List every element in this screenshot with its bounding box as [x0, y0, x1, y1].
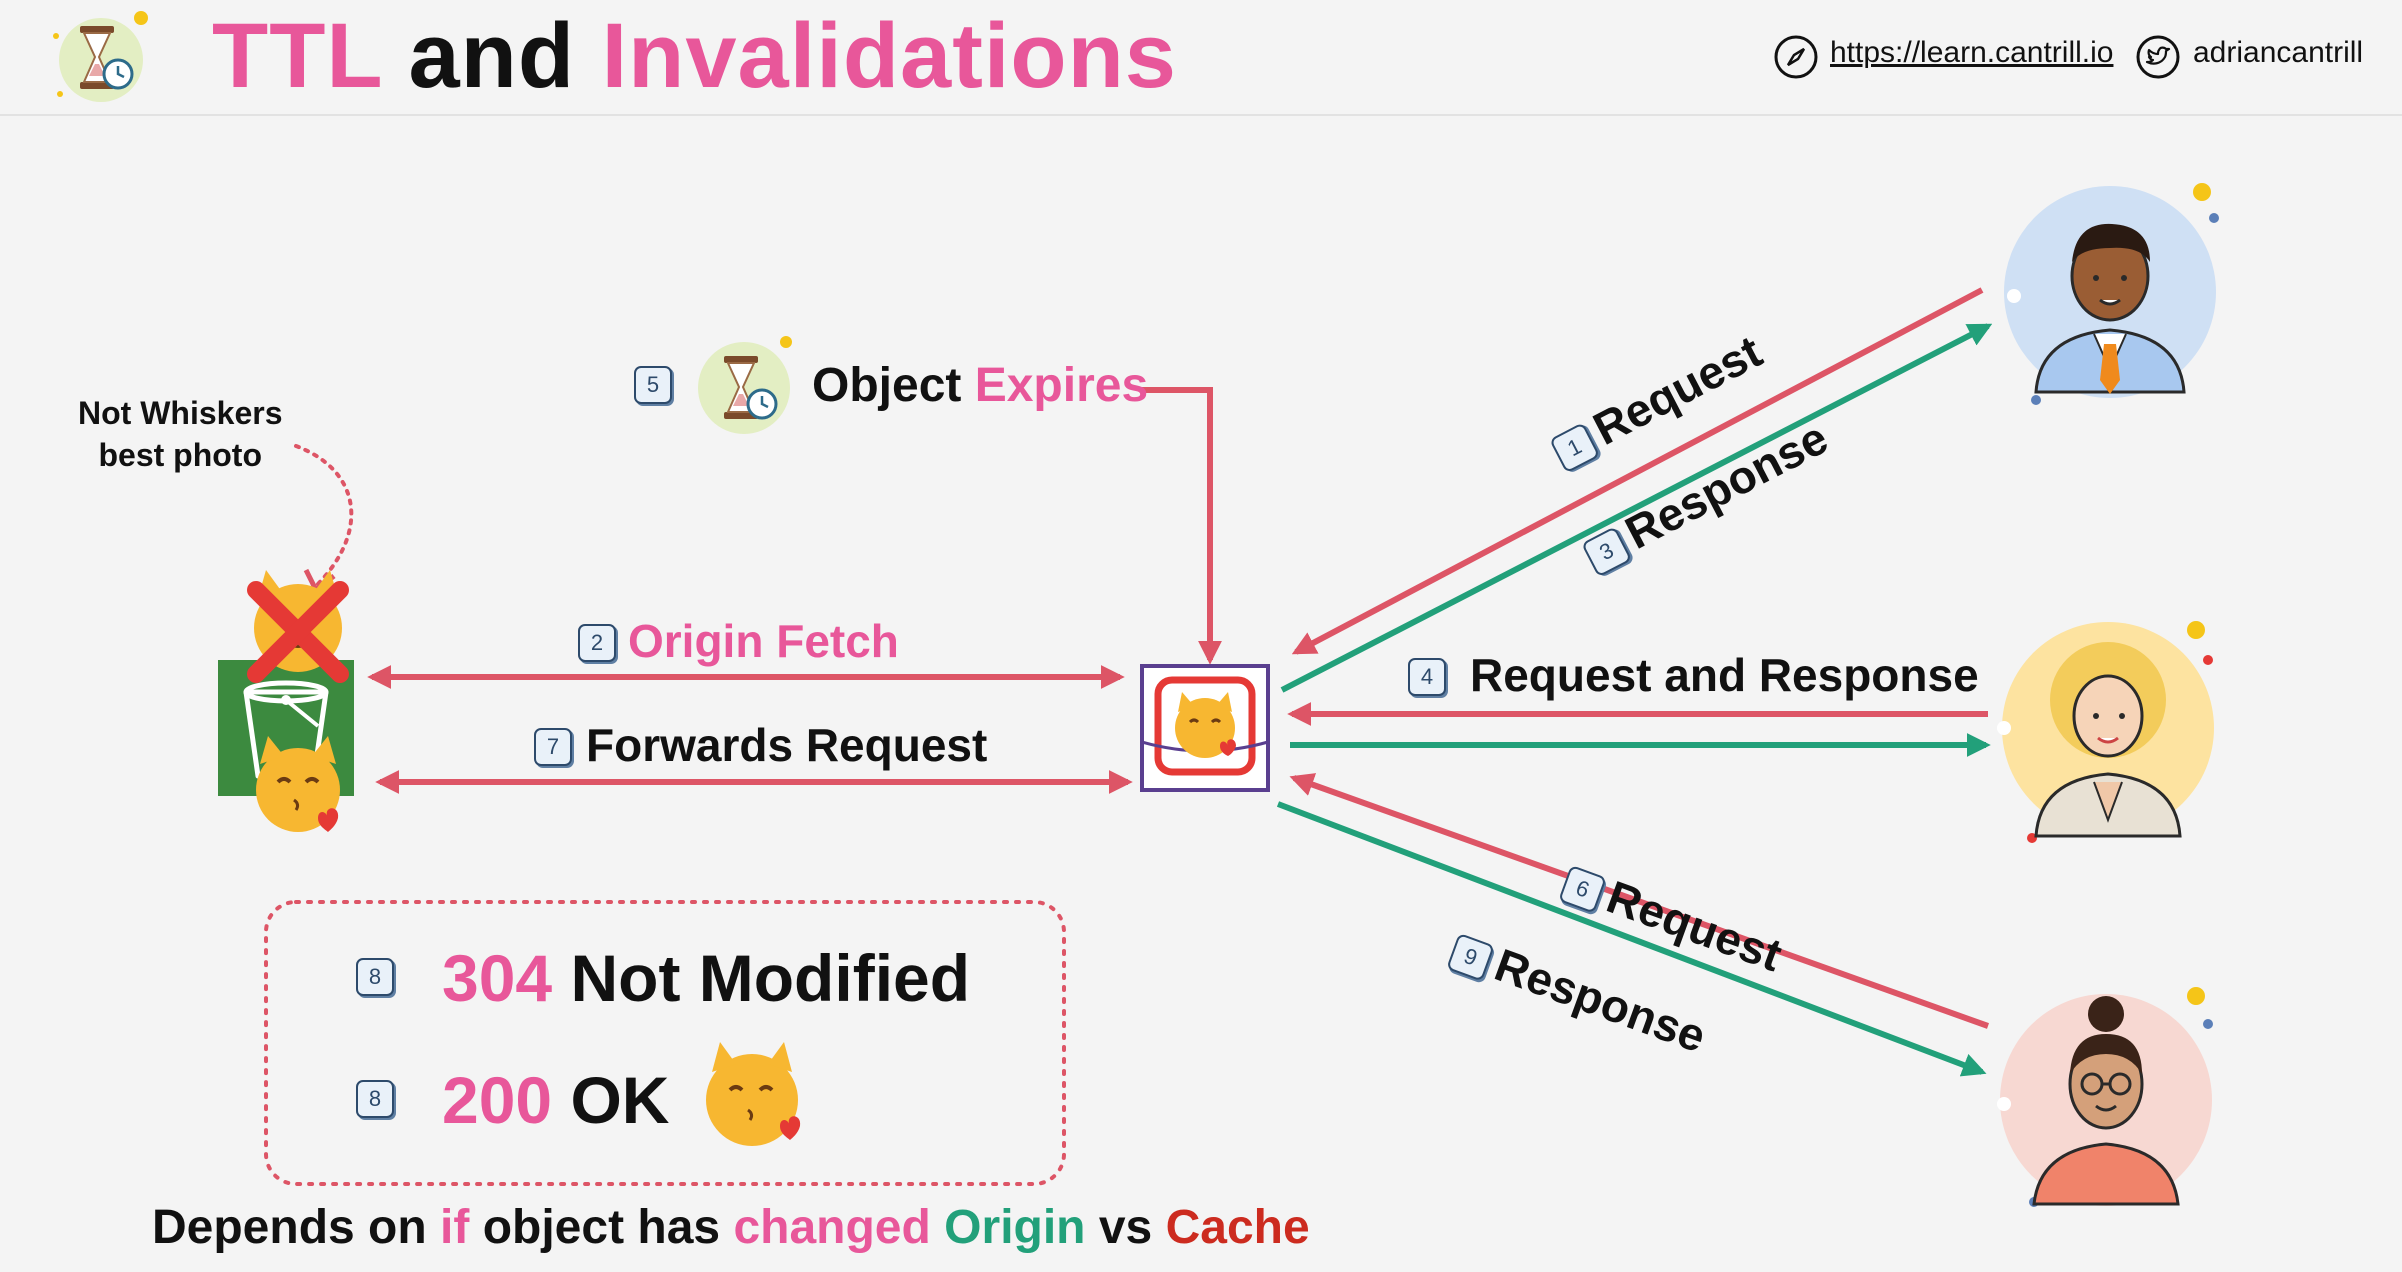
user1-response-arrow: [1280, 323, 1993, 693]
status-text-not-modified: Not Modified: [570, 941, 971, 1015]
footer-p2: if: [440, 1201, 470, 1254]
user3-request-arrow: [1289, 773, 1990, 1029]
user3-response-arrow: [1276, 801, 1987, 1077]
user3-avatar: [1997, 987, 2213, 1207]
object-expires-arrow: [1142, 387, 1222, 665]
page-title: TTL and Invalidations: [212, 4, 1177, 109]
origin-note-line1: Not Whiskers: [78, 395, 283, 431]
footer-p6: vs: [1098, 1201, 1153, 1254]
title-ttl: TTL: [212, 5, 382, 107]
footer-p4: changed: [733, 1201, 931, 1254]
kissing-cat-icon-status: [706, 1042, 801, 1146]
status-row-304: 304 Not Modified: [442, 940, 970, 1016]
step-badge-8a: 8: [356, 958, 394, 996]
user1-avatar: [2004, 183, 2219, 405]
step-badge-4: 4: [1408, 658, 1446, 696]
header-bar: TTL and Invalidations https://learn.cant…: [0, 0, 2402, 116]
step-badge-5: 5: [634, 366, 672, 404]
compass-icon: [1774, 35, 1818, 79]
title-invalidations: Invalidations: [601, 5, 1177, 107]
object-expires-label: Object Expires: [812, 358, 1148, 413]
user1-request-arrow: [1291, 287, 1984, 655]
twitter-handle[interactable]: adriancantrill: [2193, 36, 2364, 69]
step-badge-2: 2: [578, 624, 616, 662]
footer-p7: Cache: [1165, 1201, 1310, 1254]
origin-note: Not Whiskers best photo: [78, 392, 282, 476]
title-and: and: [408, 5, 576, 107]
footer-p3: object has: [482, 1201, 721, 1254]
object-expires-part1: Object: [812, 359, 962, 412]
note-pointer-curve: [294, 444, 354, 586]
status-code-200: 200: [442, 1063, 553, 1137]
object-expires-part2: Expires: [974, 359, 1149, 412]
twitter-icon: [2136, 35, 2180, 79]
kissing-cat-icon-origin: [256, 736, 340, 832]
origin-fetch-label: Origin Fetch: [628, 615, 899, 667]
step-badge-7: 7: [534, 728, 572, 766]
user2-avatar: [1997, 621, 2214, 843]
forwards-request-label: Forwards Request: [586, 719, 988, 771]
user2-reqresp-label: Request and Response: [1470, 649, 1979, 701]
origin-note-line2: best photo: [98, 437, 262, 473]
object-expires-hourglass-icon: [698, 336, 792, 434]
hourglass-clock-icon: [53, 11, 148, 102]
footer-caption: Depends on if object has changed Origin …: [152, 1200, 1310, 1255]
red-cross-icon: [247, 581, 349, 683]
step-badge-8b: 8: [356, 1080, 394, 1118]
edge-location-box: [1140, 664, 1270, 792]
status-code-304: 304: [442, 941, 553, 1015]
site-link[interactable]: https://learn.cantrill.io: [1830, 36, 2114, 69]
status-text-ok: OK: [570, 1063, 670, 1137]
footer-p1: Depends on: [152, 1201, 427, 1254]
status-row-200: 200 OK: [442, 1062, 669, 1138]
footer-p5: Origin: [944, 1201, 1086, 1254]
